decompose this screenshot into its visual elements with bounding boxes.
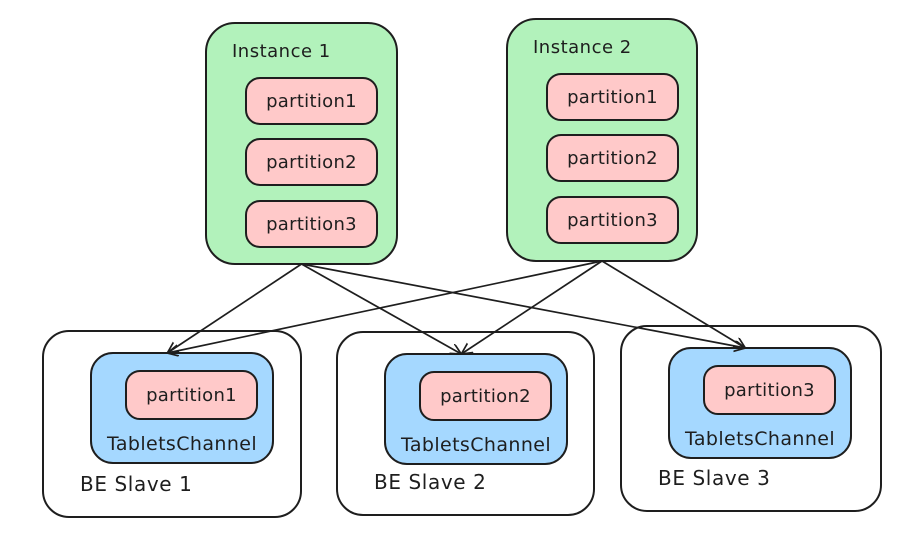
be-slave-2-label: BE Slave 2 bbox=[374, 470, 487, 494]
instance-1-label: Instance 1 bbox=[232, 41, 331, 62]
be-slave-3-node: partition3 TabletsChannel BE Slave 3 bbox=[620, 325, 882, 512]
partition-box: partition3 bbox=[245, 200, 378, 248]
be-slave-1-node: partition1 TabletsChannel BE Slave 1 bbox=[42, 330, 302, 518]
instance-2-node: Instance 2 partition1 partition2 partiti… bbox=[506, 18, 698, 262]
partition-box: partition2 bbox=[419, 371, 552, 421]
be-slave-2-node: partition2 TabletsChannel BE Slave 2 bbox=[336, 331, 595, 516]
be-slave-3-label: BE Slave 3 bbox=[658, 466, 771, 490]
tablets-channel-1-node: partition1 TabletsChannel bbox=[90, 352, 274, 464]
partition-box: partition3 bbox=[703, 365, 836, 415]
instance-1-node: Instance 1 partition1 partition2 partiti… bbox=[205, 22, 398, 265]
tablets-channel-1-label: TabletsChannel bbox=[106, 433, 258, 455]
tablets-channel-3-node: partition3 TabletsChannel bbox=[668, 347, 852, 459]
partition-box: partition1 bbox=[245, 77, 378, 125]
partition-box: partition3 bbox=[546, 196, 679, 244]
partition-box: partition2 bbox=[245, 138, 378, 186]
partition-box: partition1 bbox=[125, 370, 258, 420]
instance-2-label: Instance 2 bbox=[533, 37, 632, 58]
partition-box: partition2 bbox=[546, 134, 679, 182]
partition-box: partition1 bbox=[546, 73, 679, 121]
tablets-channel-2-label: TabletsChannel bbox=[400, 434, 552, 456]
tablets-channel-3-label: TabletsChannel bbox=[684, 428, 836, 450]
be-slave-1-label: BE Slave 1 bbox=[80, 472, 193, 496]
tablets-channel-2-node: partition2 TabletsChannel bbox=[384, 353, 568, 465]
